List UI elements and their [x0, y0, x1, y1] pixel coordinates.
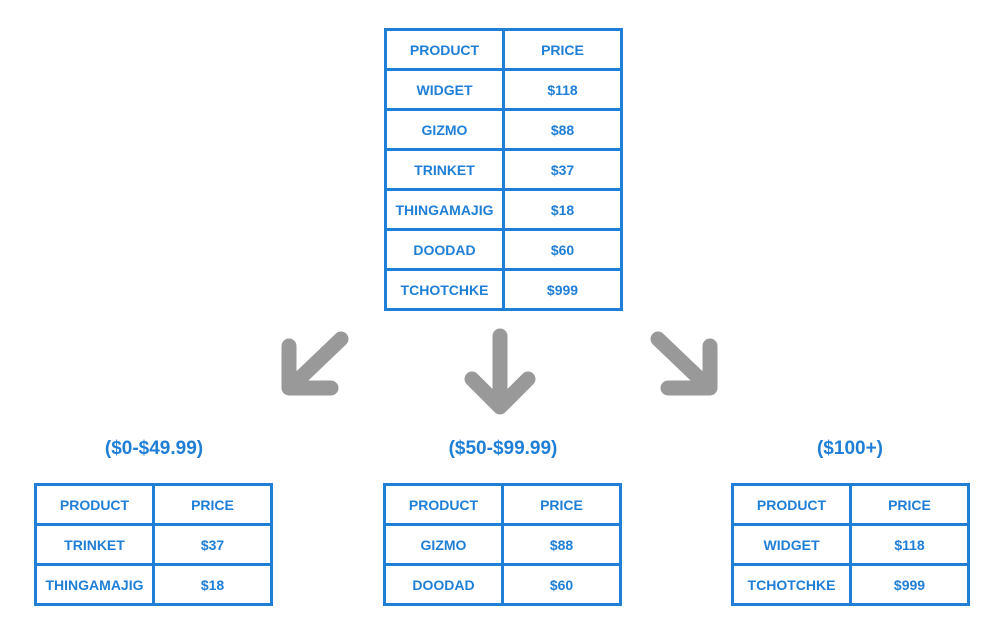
price-cell: $999: [502, 268, 623, 311]
column-header-price: PRICE: [152, 483, 273, 526]
table-row: GIZMO $88: [383, 523, 622, 566]
product-cell: DOODAD: [383, 563, 504, 606]
price-cell: $60: [501, 563, 622, 606]
price-cell: $60: [502, 228, 623, 271]
product-cell: TRINKET: [34, 523, 155, 566]
price-cell: $118: [502, 68, 623, 111]
column-header-product: PRODUCT: [731, 483, 852, 526]
arrow-down-right-icon: [650, 331, 718, 396]
column-header-product: PRODUCT: [383, 483, 504, 526]
product-cell: GIZMO: [383, 523, 504, 566]
source-table: PRODUCT PRICE WIDGET $118 GIZMO $88 TRIN…: [384, 28, 623, 311]
price-cell: $88: [502, 108, 623, 151]
price-cell: $88: [501, 523, 622, 566]
product-cell: WIDGET: [731, 523, 852, 566]
product-cell: TRINKET: [384, 148, 505, 191]
table-header-row: PRODUCT PRICE: [384, 28, 623, 71]
price-cell: $18: [152, 563, 273, 606]
group-table-mid: PRODUCT PRICE GIZMO $88 DOODAD $60: [383, 483, 622, 606]
range-label-low: ($0-$49.99): [104, 438, 204, 459]
group-table-low: PRODUCT PRICE TRINKET $37 THINGAMAJIG $1…: [34, 483, 273, 606]
table-row: TRINKET $37: [34, 523, 273, 566]
group-table-high: PRODUCT PRICE WIDGET $118 TCHOTCHKE $999: [731, 483, 970, 606]
column-header-price: PRICE: [501, 483, 622, 526]
table-row: WIDGET $118: [384, 68, 623, 111]
price-cell: $999: [849, 563, 970, 606]
table-row: THINGAMAJIG $18: [384, 188, 623, 231]
column-header-price: PRICE: [849, 483, 970, 526]
table-header-row: PRODUCT PRICE: [731, 483, 970, 526]
product-cell: GIZMO: [384, 108, 505, 151]
product-cell: WIDGET: [384, 68, 505, 111]
column-header-product: PRODUCT: [384, 28, 505, 71]
price-cell: $118: [849, 523, 970, 566]
price-cell: $18: [502, 188, 623, 231]
table-row: THINGAMAJIG $18: [34, 563, 273, 606]
table-row: DOODAD $60: [383, 563, 622, 606]
table-row: TRINKET $37: [384, 148, 623, 191]
product-cell: THINGAMAJIG: [34, 563, 155, 606]
price-cell: $37: [152, 523, 273, 566]
column-header-product: PRODUCT: [34, 483, 155, 526]
table-row: WIDGET $118: [731, 523, 970, 566]
range-label-high: ($100+): [816, 438, 884, 459]
arrow-down-left-icon: [281, 331, 349, 396]
table-row: DOODAD $60: [384, 228, 623, 271]
product-cell: TCHOTCHKE: [731, 563, 852, 606]
table-header-row: PRODUCT PRICE: [34, 483, 273, 526]
table-row: GIZMO $88: [384, 108, 623, 151]
product-cell: DOODAD: [384, 228, 505, 271]
table-header-row: PRODUCT PRICE: [383, 483, 622, 526]
product-cell: TCHOTCHKE: [384, 268, 505, 311]
price-cell: $37: [502, 148, 623, 191]
arrow-down-icon: [464, 328, 536, 415]
table-row: TCHOTCHKE $999: [384, 268, 623, 311]
range-label-mid: ($50-$99.99): [448, 438, 558, 459]
product-cell: THINGAMAJIG: [384, 188, 505, 231]
column-header-price: PRICE: [502, 28, 623, 71]
table-row: TCHOTCHKE $999: [731, 563, 970, 606]
